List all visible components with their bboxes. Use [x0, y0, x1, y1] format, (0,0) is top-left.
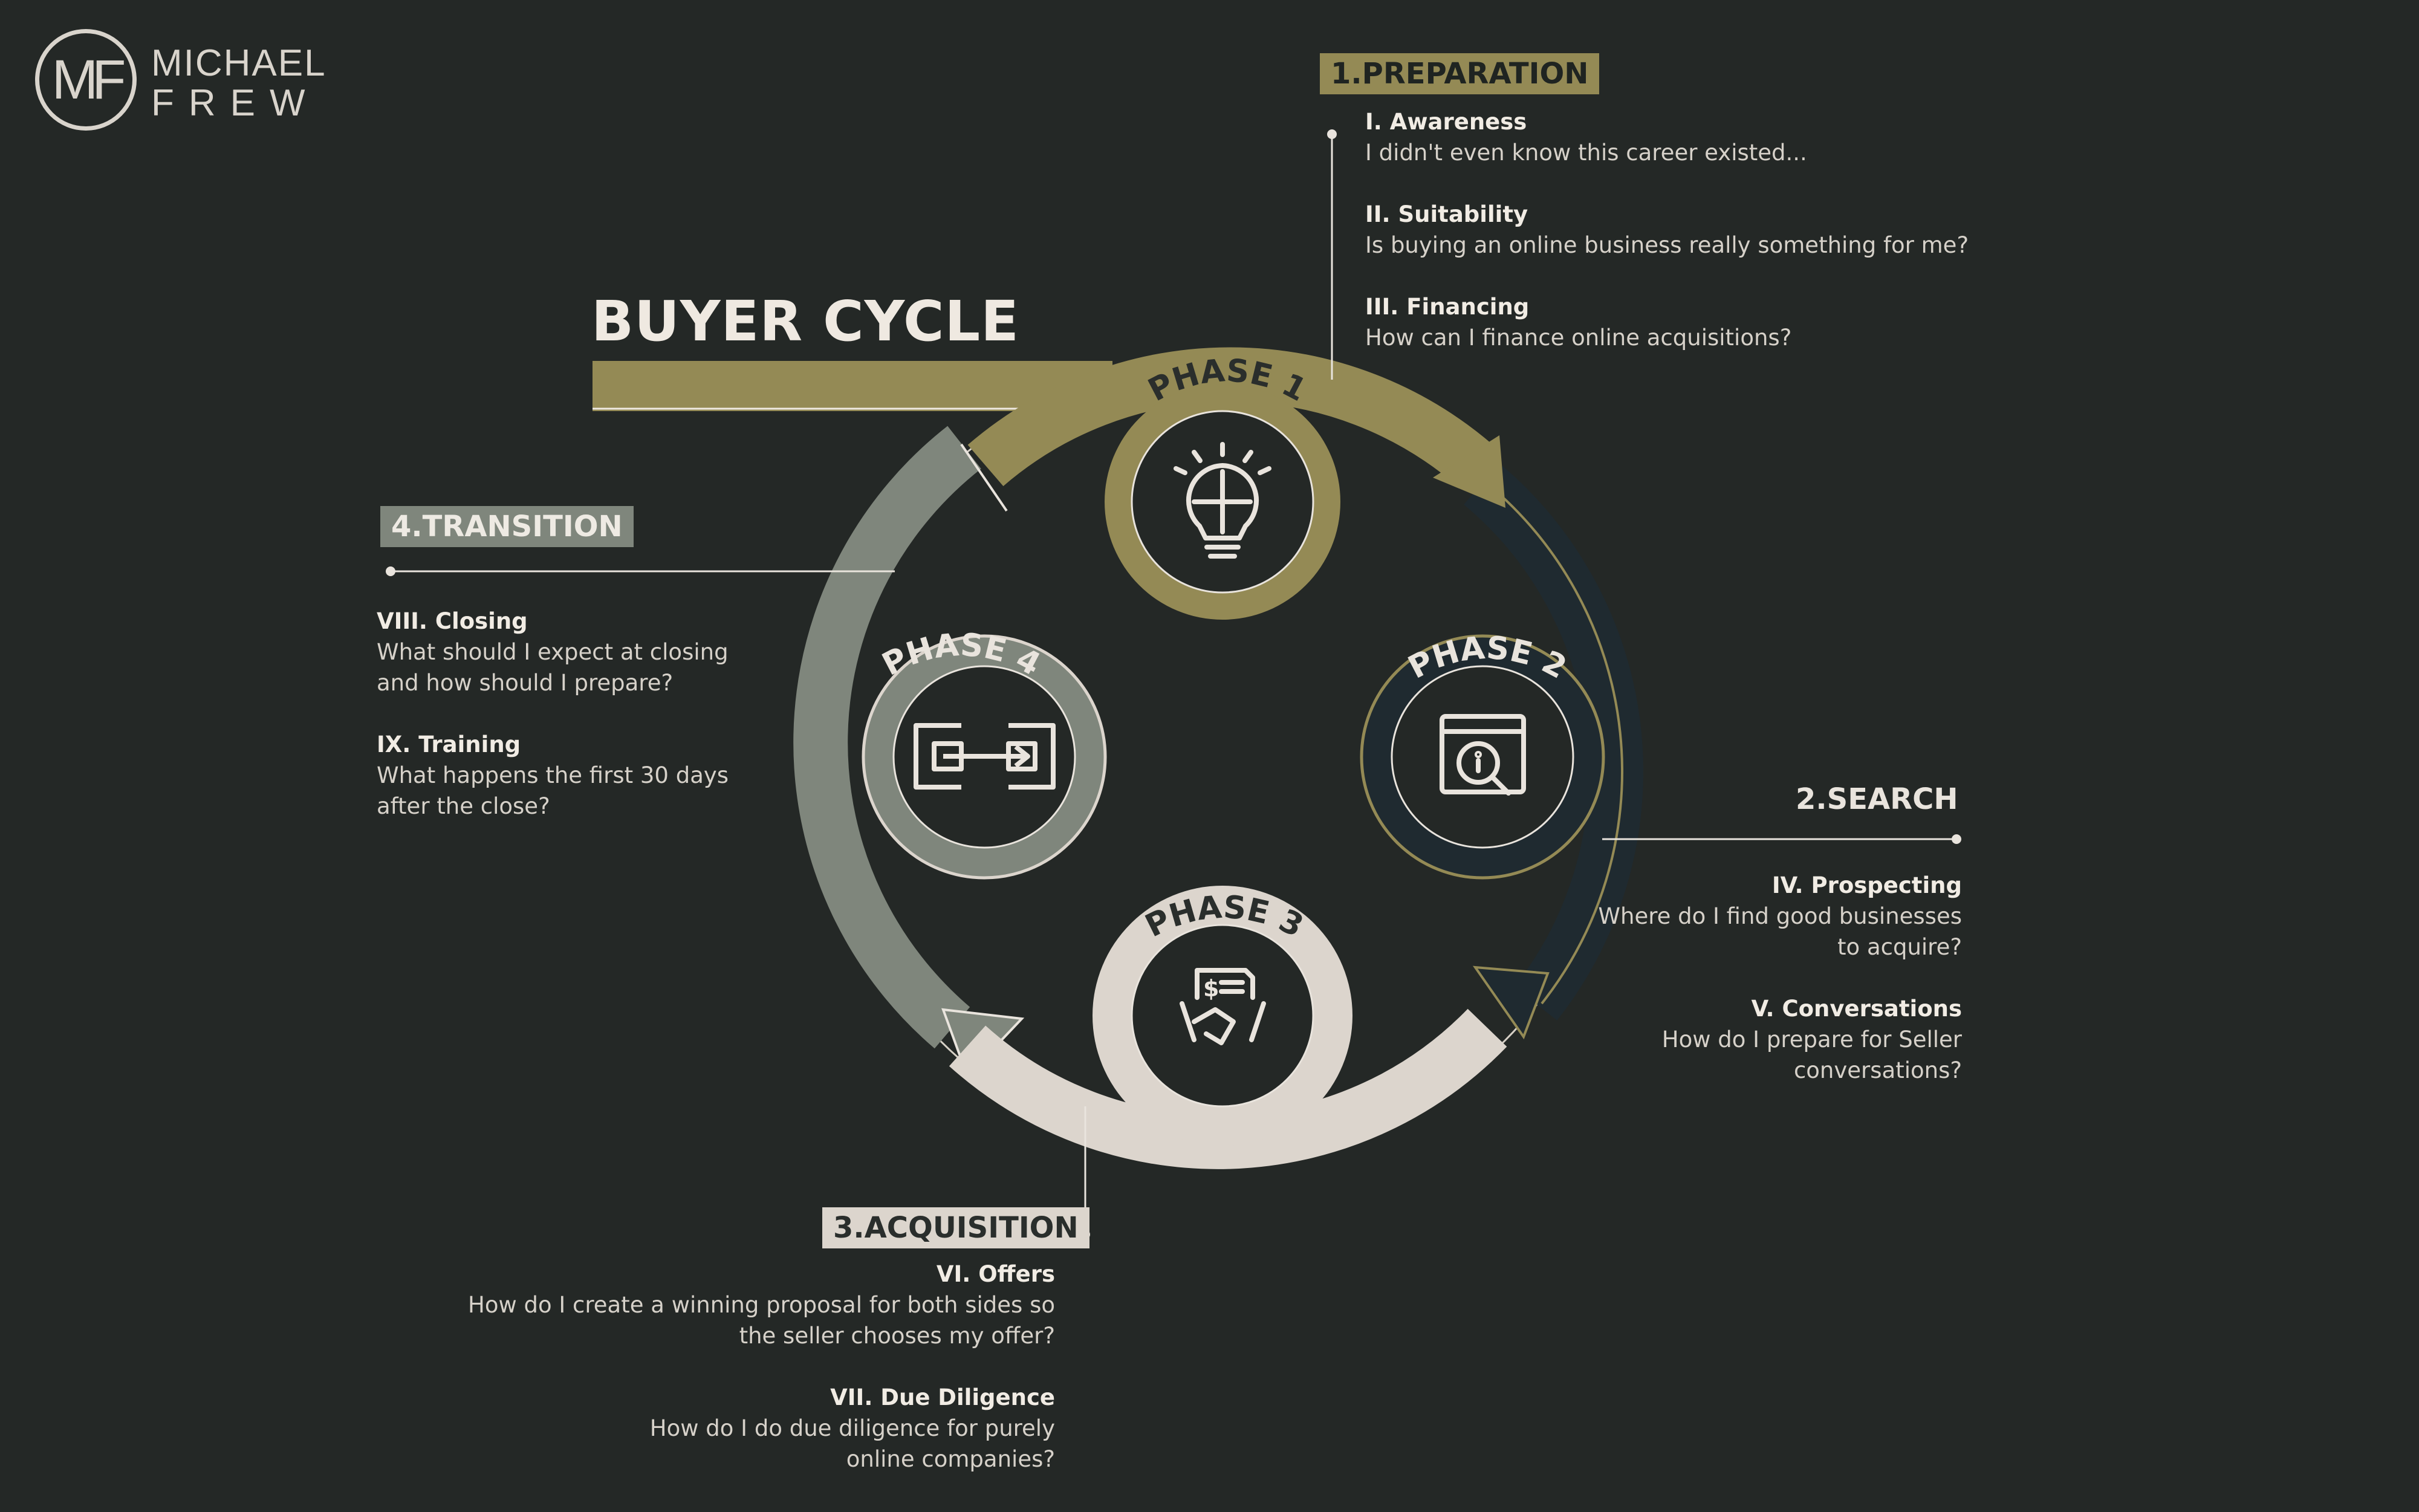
prep-item-awareness: I. Awareness I didn't even know this car…: [1365, 109, 1807, 166]
phase1-arc: [967, 347, 1493, 487]
search-item-conversations: V. Conversations How do I prepare for Se…: [1661, 996, 1962, 1083]
search-item-prospecting: IV. Prospecting Where do I find good bus…: [1598, 872, 1962, 960]
title-bar: [593, 361, 1112, 411]
logo-ring: MF: [35, 29, 137, 131]
phase2-arc: [1464, 462, 1643, 1020]
svg-text:$: $: [1203, 975, 1219, 1002]
acquisition-tag: 3.ACQUISITION: [822, 1207, 1089, 1248]
search-connector-dot: [1952, 834, 1961, 844]
handshake-document-icon: $: [1180, 968, 1266, 1045]
preparation-tag: 1.PREPARATION: [1320, 53, 1600, 94]
phase2-edge: [1486, 482, 1623, 1005]
prep-connector-dot: [1327, 129, 1337, 139]
search-tag: 2.SEARCH: [1796, 782, 1958, 816]
browser-search-icon: [1440, 714, 1526, 796]
transfer-arrow-icon: [914, 723, 1056, 790]
phase4-arc: [793, 426, 981, 1049]
logo-name-first: MICHAEL: [151, 42, 326, 84]
phase1-arrowhead: [1433, 435, 1505, 508]
prep-item-suitability: II. Suitability Is buying an online busi…: [1365, 201, 1969, 258]
transition-tag: 4.TRANSITION: [380, 506, 634, 547]
acq-item-offers: VI. Offers How do I create a winning pro…: [468, 1261, 1055, 1349]
acq-item-due-diligence: VII. Due Diligence How do I do due dilig…: [649, 1384, 1055, 1472]
prep-item-financing: III. Financing How can I finance online …: [1365, 294, 1792, 351]
lightbulb-puzzle-icon: [1174, 442, 1271, 559]
trans-item-closing: VIII. Closing What should I expect at cl…: [377, 608, 729, 696]
phase4-tail-marks: [960, 443, 1008, 512]
logo-monogram: MF: [51, 48, 126, 111]
logo-name-last: FREW: [151, 82, 320, 124]
trans-item-training: IX. Training What happens the first 30 d…: [377, 732, 729, 819]
trans-connector-dot: [386, 566, 395, 576]
phase2-arrowhead: [1472, 965, 1550, 1040]
page-title: BUYER CYCLE: [591, 289, 1020, 354]
